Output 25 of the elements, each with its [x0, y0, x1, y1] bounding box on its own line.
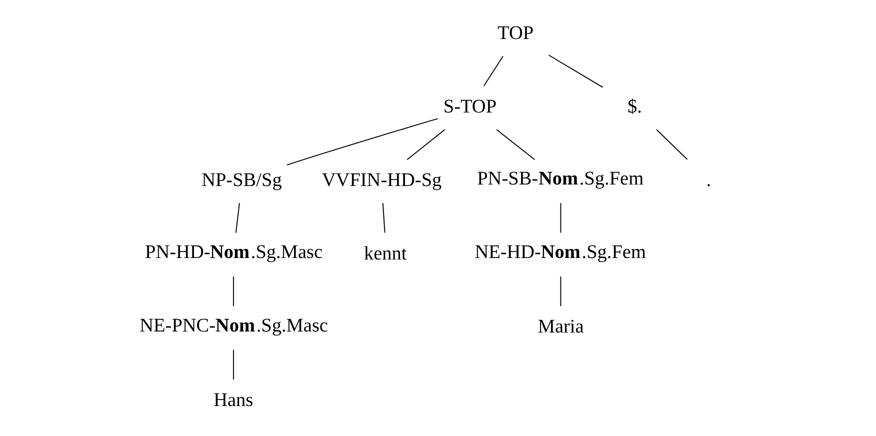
node-text: Hans: [214, 390, 254, 412]
node-text: VVFIN-HD-Sg: [322, 170, 442, 191]
connector: [496, 129, 536, 160]
connector: [656, 129, 688, 160]
node-text: Maria: [538, 316, 584, 338]
connector: [560, 276, 562, 307]
connector: [382, 202, 386, 234]
connector: [232, 276, 234, 307]
node-text: kennt: [364, 243, 407, 264]
node-text: .: [706, 170, 712, 191]
node-text: NE-HD-Nom.Sg.Fem: [474, 242, 646, 264]
connector: [235, 202, 240, 234]
node-text: TOP: [498, 23, 534, 44]
connector: [232, 349, 234, 380]
node-text: $.: [627, 96, 642, 118]
connector: [483, 56, 504, 86]
connector: [560, 202, 562, 234]
node-text: NP-SB/Sg: [202, 170, 282, 191]
node-text: S-TOP: [443, 96, 497, 118]
connector: [286, 118, 438, 166]
connector: [406, 129, 446, 160]
node-text: PN-HD-Nom.Sg.Masc: [145, 242, 323, 264]
connector: [548, 54, 604, 88]
node-text: PN-SB-Nom.Sg.Fem: [477, 168, 644, 190]
node-text: NE-PNC-Nom.Sg.Masc: [140, 315, 328, 336]
